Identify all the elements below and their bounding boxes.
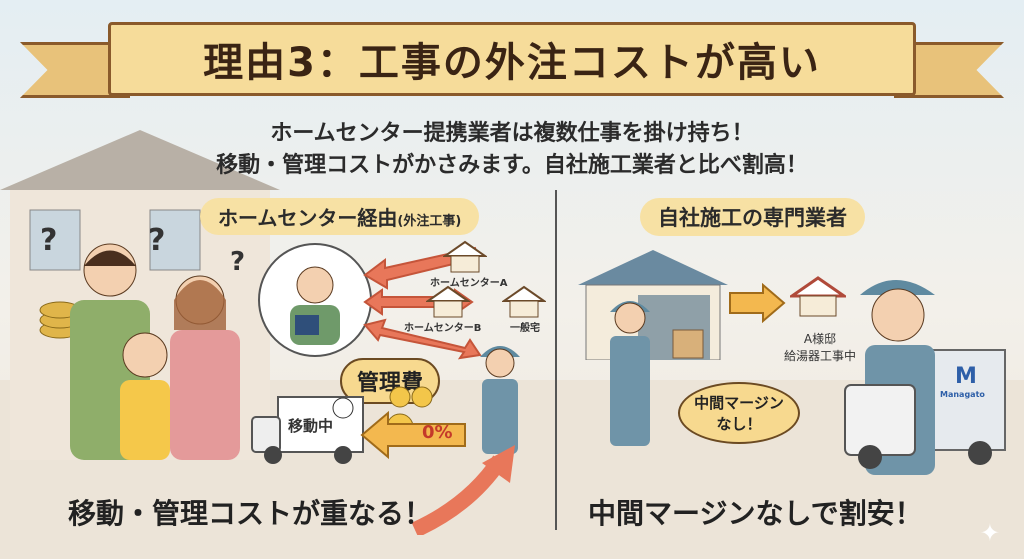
coordination-arrows — [363, 246, 482, 360]
coordinator-illustration — [258, 243, 372, 357]
svg-text:?: ? — [230, 247, 245, 277]
tired-worker-illustration — [480, 346, 520, 454]
house-icon — [426, 285, 470, 318]
sparkle-icon: ✦ — [979, 519, 1000, 547]
svg-text:?: ? — [40, 223, 57, 258]
house-label: 一般宅 — [510, 323, 540, 334]
delivery-truck-illustration — [251, 396, 364, 464]
house-icon — [790, 276, 846, 317]
page-title: 理由3：工事の外注コストが高い — [108, 22, 916, 96]
no-margin-bubble: 中間マージン なし！ — [678, 382, 800, 444]
bubble-line: 中間マージン — [694, 394, 784, 412]
worried-family-illustration: ? ? ? — [39, 223, 245, 460]
truck-logo-text: Managato — [940, 390, 985, 399]
house-icon — [443, 240, 487, 273]
bubble-line: なし！ — [716, 415, 762, 433]
subtitle: ホームセンター提携業者は複数仕事を掛け持ち！ 移動・管理コストがかさみます。自社… — [0, 118, 1024, 182]
house-label: ホームセンターB — [404, 323, 482, 334]
warehouse-illustration — [578, 250, 728, 360]
left-heading-text: ホームセンター経由 — [218, 206, 398, 230]
left-heading: ホームセンター経由(外注工事) — [200, 198, 480, 235]
right-heading: 自社施工の専門業者 — [640, 198, 865, 236]
subtitle-line: ホームセンター提携業者は複数仕事を掛け持ち！ — [270, 121, 754, 146]
svg-text:M: M — [955, 364, 977, 389]
staff-worker-illustration — [610, 301, 650, 446]
house-label: ホームセンターA — [430, 278, 508, 289]
divider — [555, 190, 557, 530]
left-heading-note: (外注工事) — [397, 214, 462, 229]
house-job-label: A様邸 給湯器工事中 — [782, 330, 858, 364]
house-job-line: 給湯器工事中 — [783, 349, 856, 363]
house-icon — [502, 285, 546, 318]
truck-label: 移動中 — [288, 417, 334, 435]
right-bottom-caption: 中間マージンなしで割安！ — [588, 497, 923, 530]
smiling-worker-with-truck: M — [844, 280, 1006, 475]
svg-text:?: ? — [148, 223, 165, 258]
direct-arrow — [729, 283, 786, 323]
subtitle-line: 移動・管理コストがかさみます。自社施工業者と比べ割高！ — [216, 153, 808, 178]
rising-cost-arrow — [411, 445, 515, 535]
left-bottom-caption: 移動・管理コストが重なる！ — [68, 497, 433, 530]
house-job-line: A様邸 — [803, 332, 837, 346]
cost-arrow — [360, 410, 466, 460]
percent-label: 0% — [422, 422, 453, 443]
